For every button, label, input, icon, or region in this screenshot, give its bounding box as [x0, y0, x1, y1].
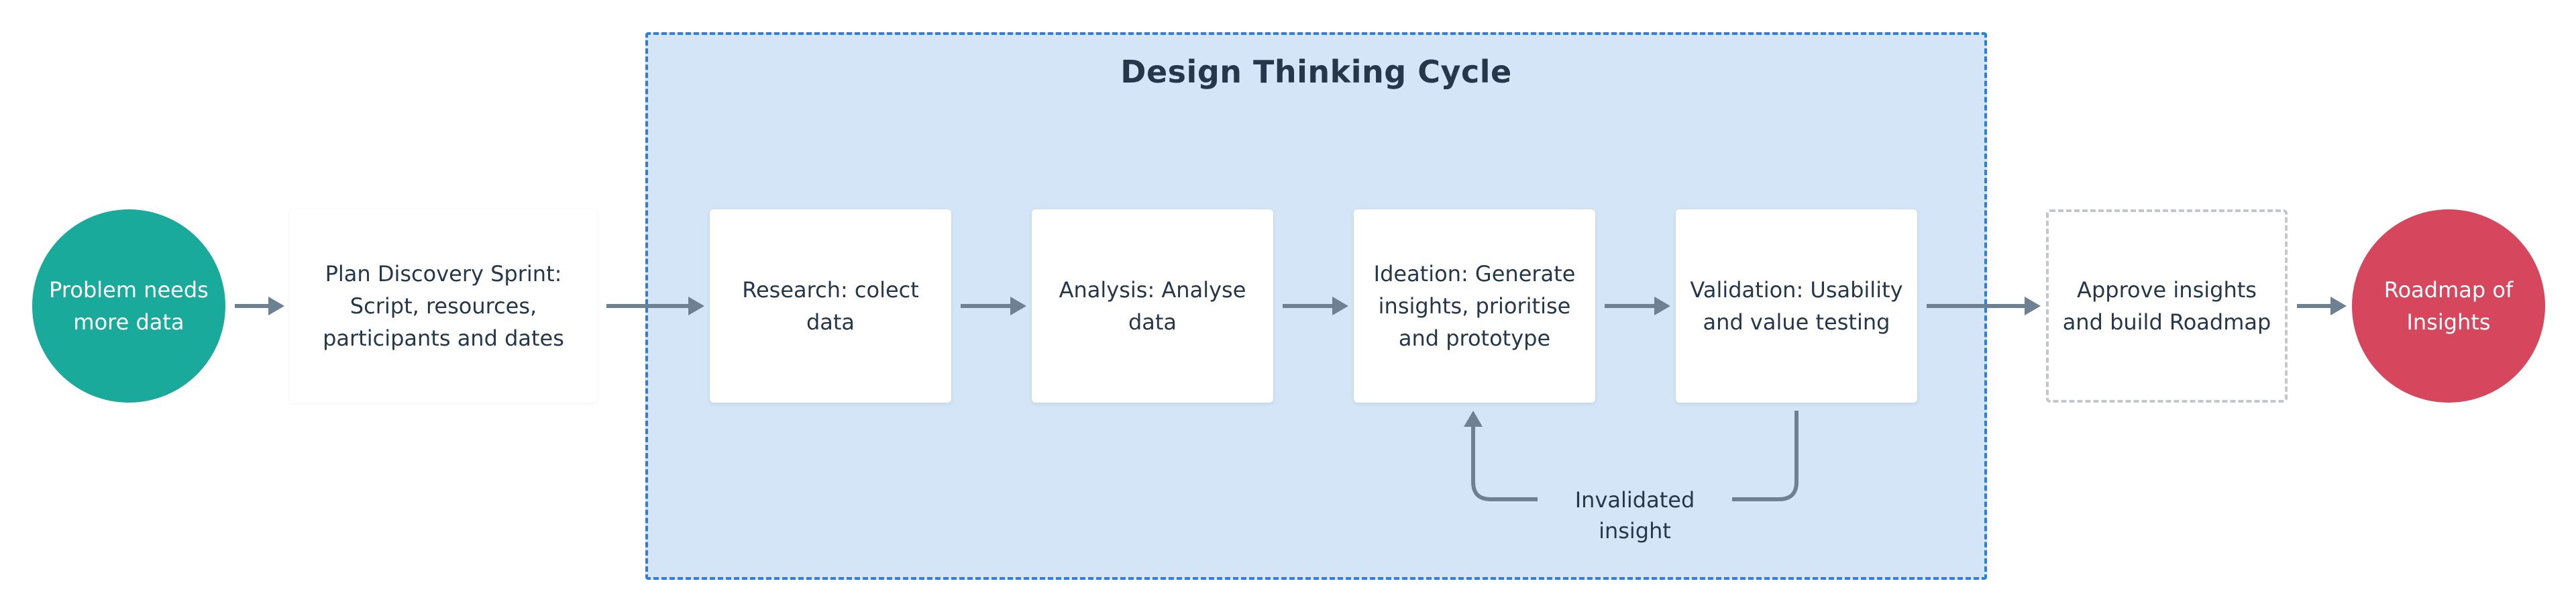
node-analysis: Analysis: Analyse data [1032, 209, 1273, 403]
arrowhead-ideation-to-validation [1654, 297, 1670, 315]
node-ideation: Ideation: Generate insights, prioritise … [1354, 209, 1595, 403]
node-plan-discovery-sprint: Plan Discovery Sprint: Script, resources… [290, 209, 597, 403]
arrowhead-validation-to-approve [2025, 297, 2041, 315]
node-start-problem: Problem needs more data [32, 209, 225, 403]
node-end-roadmap: Roadmap of Insights [2352, 209, 2545, 403]
node-approve-insights: Approve insights and build Roadmap [2046, 209, 2288, 403]
loop-label-invalidated-insight: Invalidated insight [1538, 484, 1732, 544]
arrowhead-loop-back-to-ideation [1464, 411, 1483, 427]
node-validation: Validation: Usability and value testing [1676, 209, 1917, 403]
arrowhead-analysis-to-ideation [1332, 297, 1348, 315]
arrowhead-approve-to-end [2330, 297, 2347, 315]
node-research: Research: colect data [710, 209, 951, 403]
arrowhead-start-to-plan [268, 297, 284, 315]
cycle-title: Design Thinking Cycle [1120, 54, 1512, 90]
arrowhead-research-to-analysis [1010, 297, 1026, 315]
arrowhead-plan-to-research [688, 297, 704, 315]
